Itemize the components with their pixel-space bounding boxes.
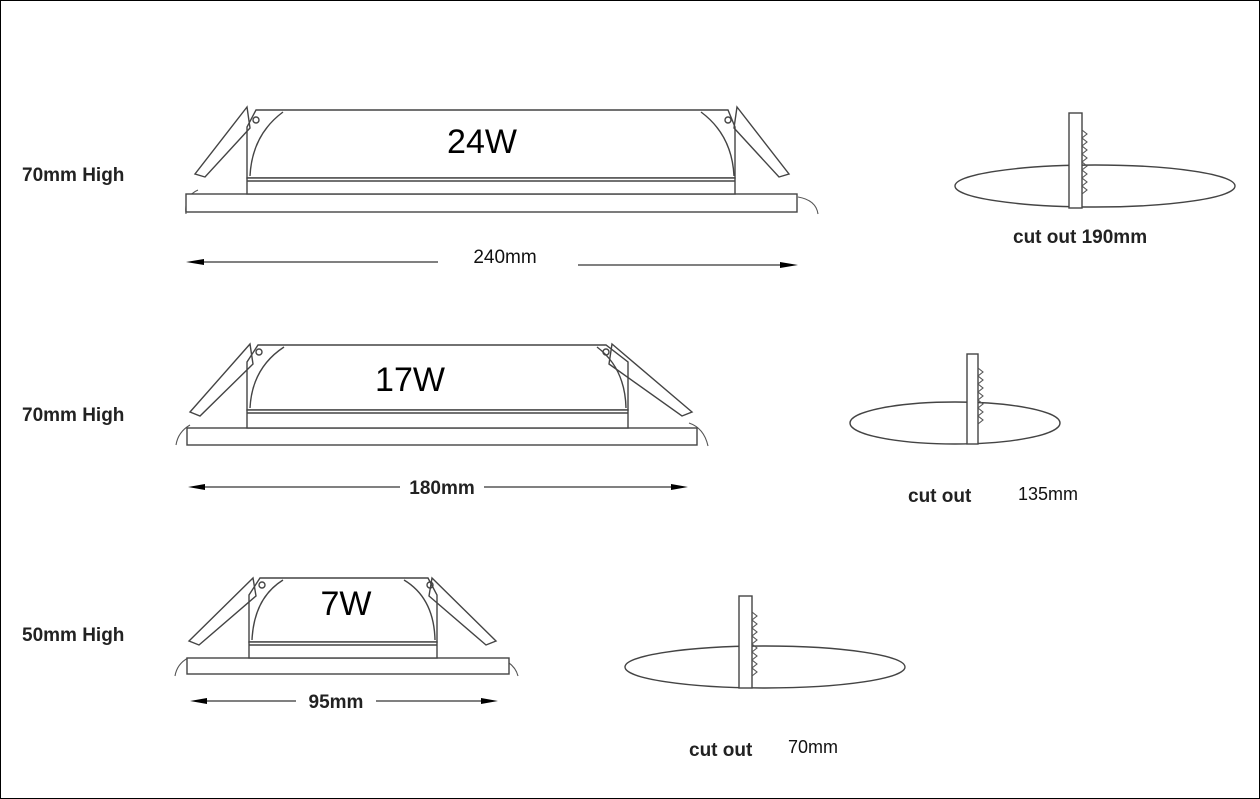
height-label-24w: 70mm High [22, 165, 124, 186]
width-dimension-24w: 240mm [186, 247, 798, 268]
width-dimension-17w: 180mm [188, 478, 688, 499]
height-label-17w: 70mm High [22, 405, 124, 426]
cutout-value-7w: 70mm [788, 737, 838, 757]
width-dimension-7w: 95mm [190, 692, 498, 713]
cutout-label-17w: cut out [908, 486, 972, 507]
wattage-label-17w: 17W [375, 361, 445, 399]
cutout-24w-drawing [954, 112, 1236, 209]
cutout-7w-drawing [624, 595, 906, 689]
cutout-17w-drawing [849, 353, 1061, 445]
downlight-17w-drawing [175, 342, 709, 447]
width-label-17w: 180mm [409, 478, 475, 499]
height-label-7w: 50mm High [22, 625, 124, 646]
row-7w: 50mm High 7W 95mm c [22, 576, 906, 761]
downlight-7w-drawing [174, 576, 519, 677]
cutout-label-7w: cut out [689, 740, 753, 761]
cutout-value-17w: 135mm [1018, 484, 1078, 504]
width-label-24w: 240mm [473, 247, 536, 268]
width-label-7w: 95mm [309, 692, 364, 713]
row-24w: 70mm High 24W [22, 105, 1236, 268]
cutout-label-24w: cut out 190mm [1013, 227, 1147, 248]
downlight-24w-drawing [185, 105, 819, 215]
wattage-label-24w: 24W [447, 123, 517, 161]
wattage-label-7w: 7W [321, 585, 372, 623]
row-17w: 70mm High 17W 180mm [22, 342, 1078, 507]
